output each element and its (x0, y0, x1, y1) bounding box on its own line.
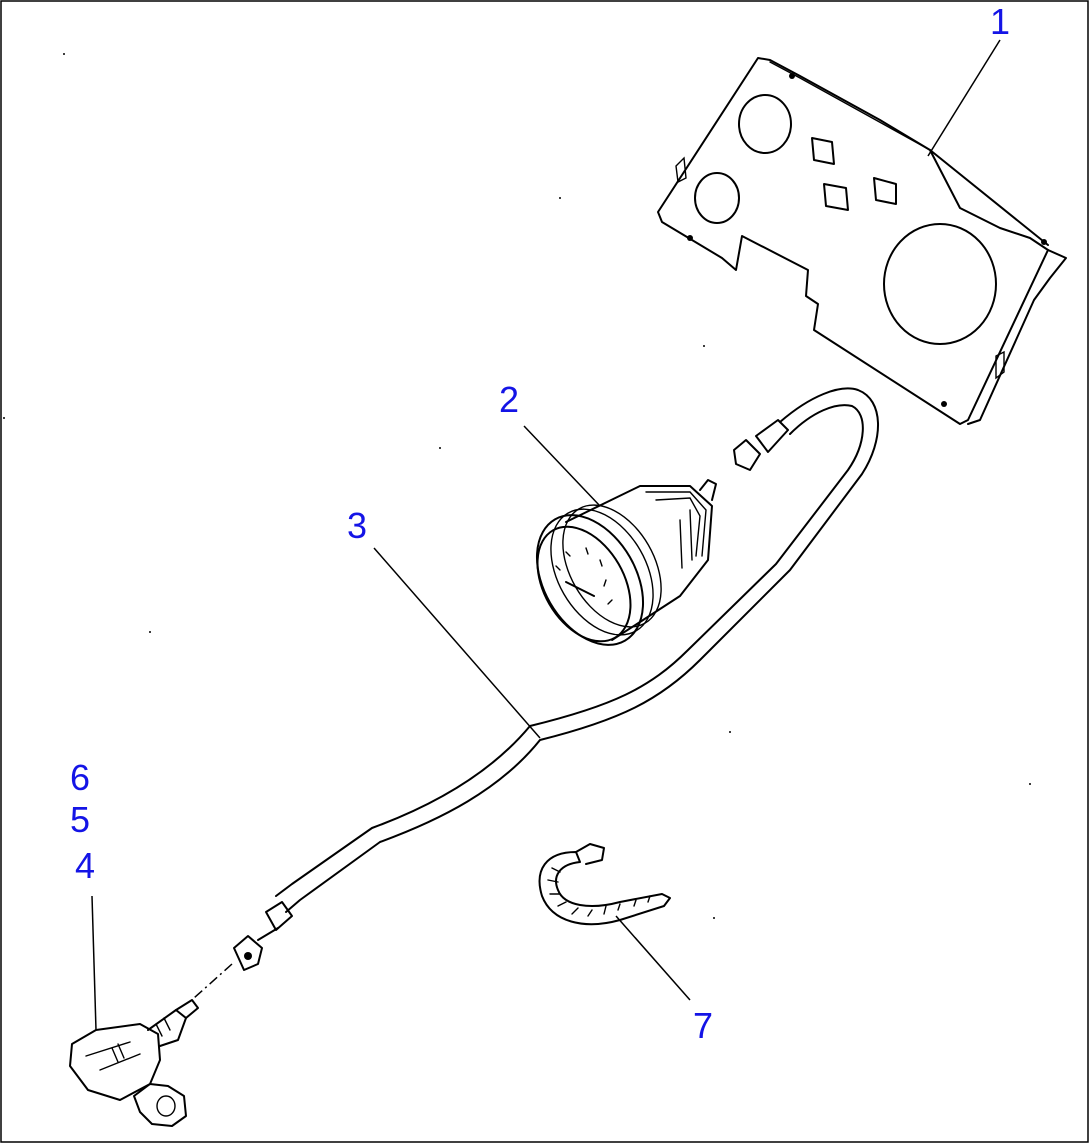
part-4-5-6-sensor (69, 999, 199, 1127)
leader-3 (373, 547, 541, 739)
callout-7: 7 (693, 1005, 713, 1046)
callout-4: 4 (75, 845, 95, 886)
callout-labels: 1 2 3 6 5 4 7 (70, 1, 1010, 1046)
callout-2: 2 (499, 379, 519, 420)
callout-1: 1 (990, 1, 1010, 42)
callout-3: 3 (347, 505, 367, 546)
callout-5: 5 (70, 799, 90, 840)
leader-lines (91, 39, 1001, 1031)
leader-2 (523, 425, 601, 507)
part-7-clip (538, 843, 671, 926)
part-1-panel-bracket (657, 57, 1067, 425)
part-3-cable (193, 387, 879, 999)
scan-specks (3, 53, 1031, 919)
leader-7 (615, 915, 691, 1001)
part-2-gauge (535, 479, 717, 646)
callout-6: 6 (70, 757, 90, 798)
leader-4 (91, 895, 97, 1031)
leader-1 (927, 39, 1001, 157)
